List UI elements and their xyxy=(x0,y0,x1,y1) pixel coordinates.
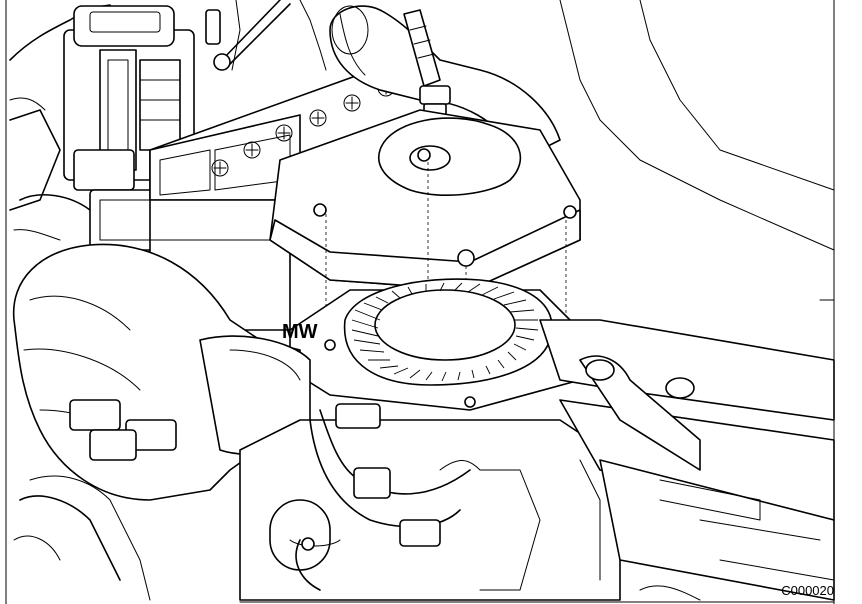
brand-lettering: MW xyxy=(282,321,318,343)
hose-clamps xyxy=(13,399,177,601)
background-engine-parts xyxy=(9,0,835,301)
figure-code-label: C000020 xyxy=(781,583,834,598)
wiring-harness xyxy=(295,403,481,591)
dipstick xyxy=(205,0,291,71)
relay-box xyxy=(63,5,195,251)
engine-block xyxy=(239,419,621,601)
filter-pleats xyxy=(351,282,539,382)
air-filter-cover xyxy=(269,109,581,291)
frame-rails xyxy=(539,319,835,601)
intake-hose xyxy=(12,243,311,501)
filter-housing-base: MW xyxy=(282,278,581,411)
intake-duct xyxy=(329,5,561,161)
